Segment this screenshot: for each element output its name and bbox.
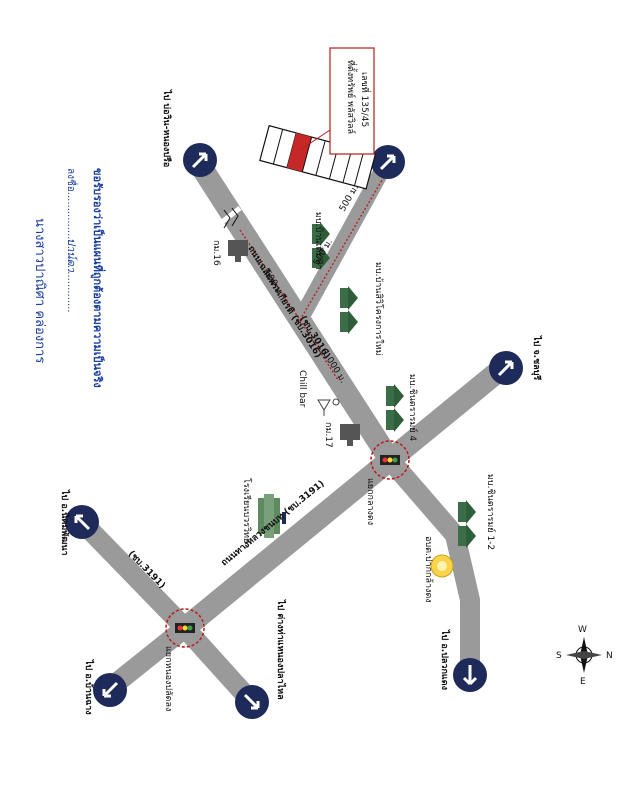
compass-w: W: [578, 625, 587, 635]
compass-s: S: [556, 651, 562, 661]
property-title: ที่ตั้งทรัพย์ พลัสวิลล์: [345, 60, 358, 134]
compass-icon: N S E W: [556, 625, 613, 687]
dest-right: ไป อ.ปลวกแดง: [439, 629, 451, 690]
municipality-emblem-icon: [430, 554, 454, 578]
km17-icon: [340, 424, 360, 446]
property-unit-highlight: [286, 132, 312, 172]
arrow-circle-right: [453, 658, 487, 692]
compass-e: E: [580, 677, 586, 687]
village-v2: มบ.บ้านสิวิโครงการใหม่: [373, 262, 384, 356]
road-to-nongplalai: [175, 618, 260, 710]
signature-mark: ปาน์ดา: [65, 238, 78, 273]
school-label: โรงเรียนบวรวิทยา: [241, 478, 252, 548]
house-icon: [312, 222, 330, 270]
arrow-circle-property: [371, 145, 405, 179]
house-icon: [458, 500, 476, 548]
km17-label: กม.17: [323, 422, 333, 448]
km16-icon: [228, 240, 248, 262]
arrow-circle-bottom-center: [235, 685, 269, 719]
village-v1: มบ.บ้านเดิมฟ้า: [313, 212, 324, 270]
property-block: ที่ตั้งทรัพย์ พลัสวิลล์ เลขที่ 135/45: [259, 47, 377, 190]
junction2-label: แยกหนองปลัดลง: [163, 646, 173, 711]
dest-top-left: ไป บ่อวิน-หนองปรือ: [161, 89, 173, 167]
house-icon: [386, 384, 404, 432]
village-v3: มบ.ชินตรารมย์ 4: [407, 374, 419, 441]
sign-line: ลงชื่อ..................................…: [65, 168, 79, 313]
dest-left: ไป อ.นิคมพัฒนา: [59, 489, 71, 556]
road-network: [75, 154, 511, 710]
dest-bottom-center: ไป ต่างท่าแหนองปลาไหล: [275, 599, 287, 700]
arrow-circle-top-left: [183, 143, 217, 177]
house-icon: [340, 286, 358, 334]
road-break-mark: [220, 206, 242, 229]
junction-2: [165, 608, 205, 648]
road-soi-to-property: [292, 157, 393, 328]
signer-name: นางสาวปาณิศา คล่องการ: [32, 218, 47, 363]
chill-bar-icon: [317, 398, 340, 416]
road-to-banchang: [100, 618, 195, 698]
property-address: เลขที่ 135/45: [359, 72, 372, 127]
certification-text: ขอรับรองว่าเป็นแผนที่ถูกต้องตามความเป็นจ…: [90, 168, 106, 388]
road-to-chonburi: [379, 359, 511, 471]
destination-markers: [65, 143, 523, 719]
road-to-pluakdaeng: [380, 450, 480, 685]
village-icons: [312, 222, 476, 548]
dest-top-right: ไป จ.ชลบุรี: [531, 335, 543, 380]
km16-label: กม.16: [211, 240, 221, 266]
arrow-circle-top-right: [489, 351, 523, 385]
arrow-circle-bottom-left: [93, 673, 127, 707]
route-dotted: [239, 174, 386, 381]
school-icon: [258, 494, 286, 538]
junction1-label: แยกกลางดง: [365, 478, 375, 525]
road-3191: [174, 449, 401, 639]
signature-block: ขอรับรองว่าเป็นแผนที่ถูกต้องตามความเป็นจ…: [32, 168, 106, 388]
compass-n: N: [606, 651, 613, 661]
road-to-nikhom: [75, 515, 195, 638]
junction-1: [370, 440, 410, 480]
municipality-label: อบต.ปากกล้างดง: [423, 536, 434, 603]
dest-bottom-left: ไป อ.บ้านฉาง: [83, 659, 95, 715]
chill-bar-label: Chill bar: [297, 370, 307, 408]
arrow-circle-left: [65, 505, 99, 539]
village-v4: มบ.ชินตรารมย์ 1-2: [485, 474, 497, 550]
